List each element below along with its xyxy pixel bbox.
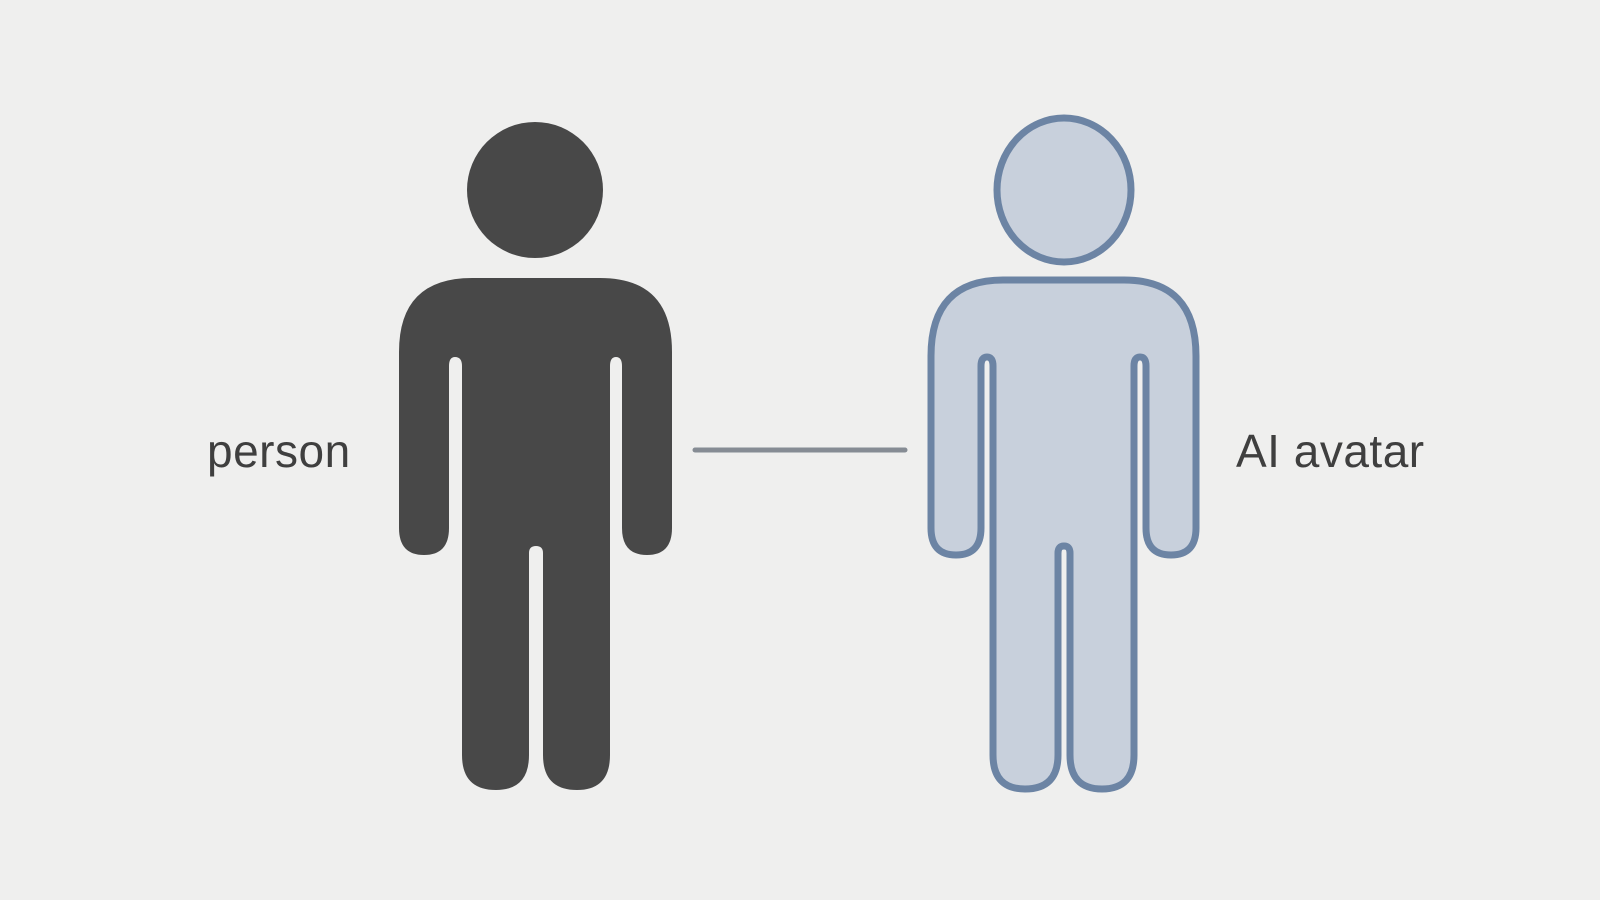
person-head	[467, 122, 603, 258]
person-outline-icon	[927, 114, 1200, 793]
person-label: person	[207, 425, 351, 477]
avatar-head	[993, 114, 1135, 266]
avatar-body	[927, 276, 1200, 793]
person-solid-icon	[399, 122, 672, 790]
person-body	[399, 278, 672, 790]
ai-avatar-label: AI avatar	[1236, 425, 1425, 477]
